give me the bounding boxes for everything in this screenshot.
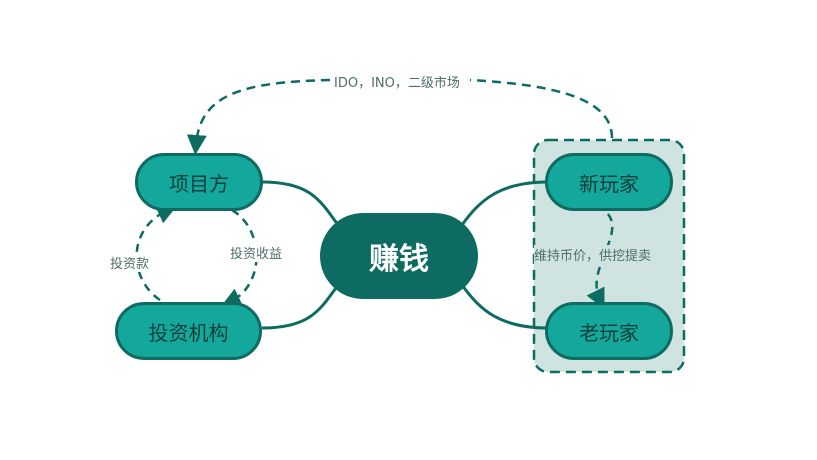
arrow-top bbox=[196, 78, 614, 145]
node-investor[interactable]: 投资机构 bbox=[115, 302, 262, 360]
label-invest-return: 投资收益 bbox=[230, 243, 283, 262]
label-invest-money: 投资款 bbox=[110, 253, 150, 272]
connector-new-player bbox=[460, 180, 549, 226]
node-new-player[interactable]: 新玩家 bbox=[545, 153, 673, 211]
connector-investor bbox=[261, 284, 340, 330]
node-old-player[interactable]: 老玩家 bbox=[545, 302, 673, 360]
connector-project bbox=[261, 180, 340, 226]
node-center-make-money[interactable]: 赚钱 bbox=[320, 213, 478, 299]
connector-old-player bbox=[460, 284, 549, 330]
label-top: IDO，INO，二级市场 bbox=[332, 72, 462, 91]
node-project[interactable]: 项目方 bbox=[135, 153, 263, 211]
label-players: 维持币价，供挖提卖 bbox=[534, 245, 652, 264]
